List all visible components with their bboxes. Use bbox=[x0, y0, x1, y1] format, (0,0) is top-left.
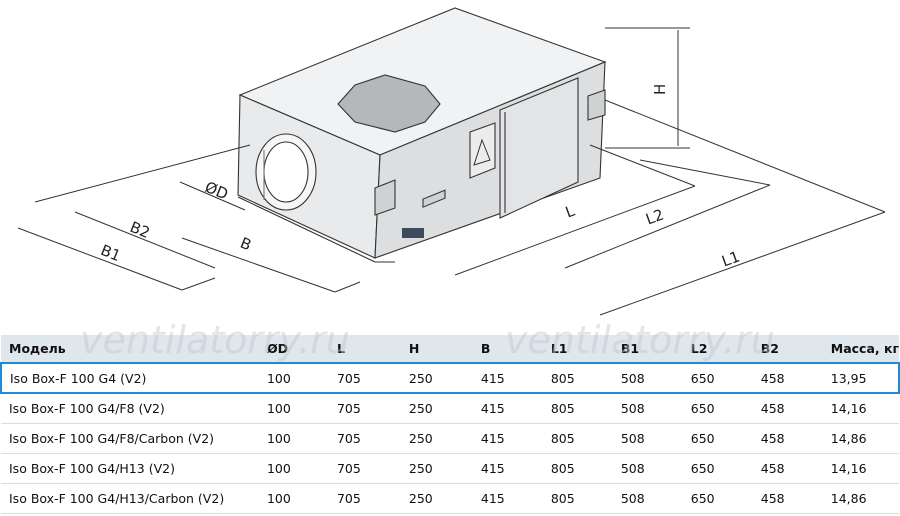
cell-l2: 650 bbox=[690, 460, 715, 476]
cell-model: Iso Box-F 100 G4/F8/Carbon (V2) bbox=[9, 430, 215, 446]
cell-od: 100 bbox=[266, 460, 291, 476]
table-row[interactable]: Iso Box-F 100 G4 (V2) 100 705 250 415 80… bbox=[0, 362, 900, 394]
cell-l2: 650 bbox=[690, 400, 715, 416]
cell-l1: 805 bbox=[542, 362, 613, 394]
cell-l2: 650 bbox=[682, 362, 753, 394]
cell-mass: 14,16 bbox=[830, 460, 867, 476]
col-header-od: ØD bbox=[266, 341, 288, 356]
cell-l2: 650 bbox=[690, 430, 715, 446]
cell-b2: 458 bbox=[760, 430, 785, 446]
cell-l2: 650 bbox=[690, 490, 715, 506]
cell-h: 250 bbox=[400, 362, 473, 394]
cell-h: 250 bbox=[408, 400, 433, 416]
col-header-b2: B2 bbox=[760, 341, 779, 356]
cell-b1: 508 bbox=[620, 400, 645, 416]
dim-label-h: H bbox=[651, 84, 669, 95]
cell-h: 250 bbox=[408, 460, 433, 476]
dimension-lines bbox=[17, 27, 886, 316]
cell-b2: 458 bbox=[760, 490, 785, 506]
cell-l: 705 bbox=[336, 400, 361, 416]
table-row[interactable]: Iso Box-F 100 G4/H13 (V2) 100 705 250 41… bbox=[1, 453, 899, 483]
dim-label-b2: B2 bbox=[127, 218, 152, 242]
dim-label-b1: B1 bbox=[98, 241, 123, 265]
cell-mass: 14,16 bbox=[830, 400, 867, 416]
cell-h: 250 bbox=[408, 430, 433, 446]
col-header-b: B bbox=[480, 341, 491, 356]
table-row[interactable]: Iso Box-F 100 G4/F8 (V2) 100 705 250 415… bbox=[1, 393, 899, 423]
table-row[interactable]: Iso Box-F 100 G4/F8/Carbon (V2) 100 705 … bbox=[1, 423, 899, 453]
cell-b1: 508 bbox=[620, 460, 645, 476]
cell-b1: 508 bbox=[620, 490, 645, 506]
unit-body bbox=[237, 7, 607, 263]
dimension-label-group: H ØD B2 B1 B L L2 L1 bbox=[98, 84, 742, 271]
cell-b2: 458 bbox=[752, 362, 823, 394]
cell-od: 100 bbox=[258, 362, 329, 394]
cell-l: 705 bbox=[328, 362, 401, 394]
col-header-l: L bbox=[336, 341, 345, 356]
dimension-drawing-svg: H ØD B2 B1 B L L2 L1 bbox=[17, 7, 886, 316]
cell-l1: 805 bbox=[550, 430, 575, 446]
cell-b1: 508 bbox=[620, 430, 645, 446]
cell-b: 415 bbox=[480, 430, 505, 446]
cell-b: 415 bbox=[480, 400, 505, 416]
cell-l: 705 bbox=[336, 460, 361, 476]
col-header-b1: B1 bbox=[620, 341, 640, 356]
cell-l: 705 bbox=[336, 430, 361, 446]
col-header-l1: L1 bbox=[550, 341, 568, 356]
cell-model: Iso Box-F 100 G4 (V2) bbox=[0, 362, 259, 394]
cell-b2: 458 bbox=[760, 400, 785, 416]
cell-b: 415 bbox=[480, 460, 505, 476]
col-header-h: H bbox=[408, 341, 420, 356]
col-header-l2: L2 bbox=[690, 341, 708, 356]
cell-mass: 13,95 bbox=[822, 362, 900, 394]
cell-b: 415 bbox=[480, 490, 505, 506]
product-drawing: H ØD B2 B1 B L L2 L1 bbox=[17, 7, 886, 316]
cell-l1: 805 bbox=[550, 460, 575, 476]
dim-label-l2: L2 bbox=[643, 205, 666, 228]
cell-model: Iso Box-F 100 G4/H13 (V2) bbox=[9, 460, 175, 476]
cell-model: Iso Box-F 100 G4/H13/Carbon (V2) bbox=[9, 490, 225, 506]
dim-label-b: B bbox=[238, 234, 254, 255]
cell-l: 705 bbox=[336, 490, 361, 506]
cell-mass: 14,86 bbox=[830, 430, 867, 446]
cell-b2: 458 bbox=[760, 460, 785, 476]
spec-table: Модель ØD L H B L1 B1 L2 B2 Масса, кг Is… bbox=[0, 335, 900, 514]
cell-l1: 805 bbox=[550, 400, 575, 416]
col-header-model: Модель bbox=[9, 341, 66, 356]
col-header-mass: Масса, кг bbox=[830, 341, 899, 356]
cell-od: 100 bbox=[266, 490, 291, 506]
cell-model: Iso Box-F 100 G4/F8 (V2) bbox=[9, 400, 165, 416]
cell-od: 100 bbox=[266, 400, 291, 416]
cell-l1: 805 bbox=[550, 490, 575, 506]
cell-od: 100 bbox=[266, 430, 291, 446]
table-header-row: Модель ØD L H B L1 B1 L2 B2 Масса, кг bbox=[1, 335, 899, 363]
cell-mass: 14,86 bbox=[830, 490, 867, 506]
cell-b1: 508 bbox=[612, 362, 683, 394]
dim-label-l: L bbox=[563, 202, 578, 222]
dim-label-od: ØD bbox=[202, 178, 230, 203]
cell-b: 415 bbox=[472, 362, 543, 394]
dim-label-l1: L1 bbox=[719, 247, 742, 270]
cell-h: 250 bbox=[408, 490, 433, 506]
table-row[interactable]: Iso Box-F 100 G4/H13/Carbon (V2) 100 705… bbox=[1, 483, 899, 513]
